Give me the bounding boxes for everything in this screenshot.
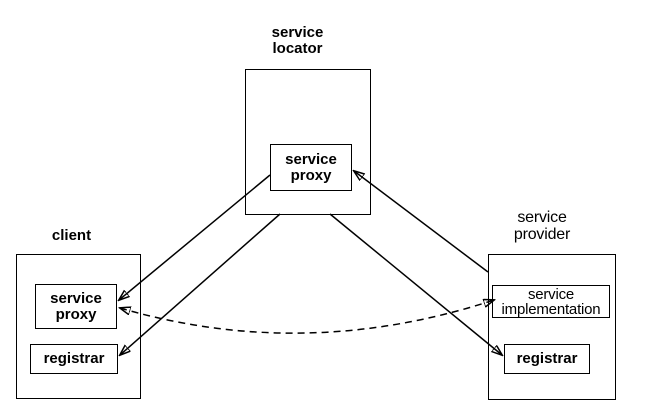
label-line: service bbox=[50, 289, 102, 307]
locator-box bbox=[245, 69, 371, 215]
label-line: client bbox=[51, 227, 92, 244]
provider-service-implementation-box: service implementation bbox=[492, 285, 610, 318]
locator-title: service locator bbox=[245, 25, 350, 57]
provider-title: service provider bbox=[492, 209, 592, 243]
client-service-proxy-box: service proxy bbox=[35, 284, 117, 329]
label-line: implementation bbox=[501, 300, 601, 318]
label-line: service bbox=[271, 24, 324, 41]
label-line: service bbox=[527, 285, 575, 303]
edge-provider-to-locator-proxy bbox=[354, 171, 489, 273]
label-line: proxy bbox=[55, 305, 97, 323]
edge-locator-to-client-registrar bbox=[120, 213, 281, 355]
label-line: registrar bbox=[43, 350, 105, 367]
provider-box bbox=[488, 254, 616, 400]
label-line: registrar bbox=[516, 350, 578, 367]
edge-locator-to-provider-registrar bbox=[329, 213, 502, 355]
locator-service-proxy-box: service proxy bbox=[270, 144, 352, 191]
label-line: proxy bbox=[290, 166, 332, 184]
label-line: locator bbox=[272, 40, 323, 57]
edge-client-proxy-to-provider-implementation bbox=[120, 300, 494, 334]
client-registrar-box: registrar bbox=[30, 344, 118, 374]
client-title: client bbox=[29, 228, 114, 244]
label-line: service bbox=[285, 150, 337, 168]
label-line: service bbox=[517, 209, 567, 226]
label-line: provider bbox=[513, 226, 571, 243]
provider-registrar-box: registrar bbox=[504, 344, 590, 374]
